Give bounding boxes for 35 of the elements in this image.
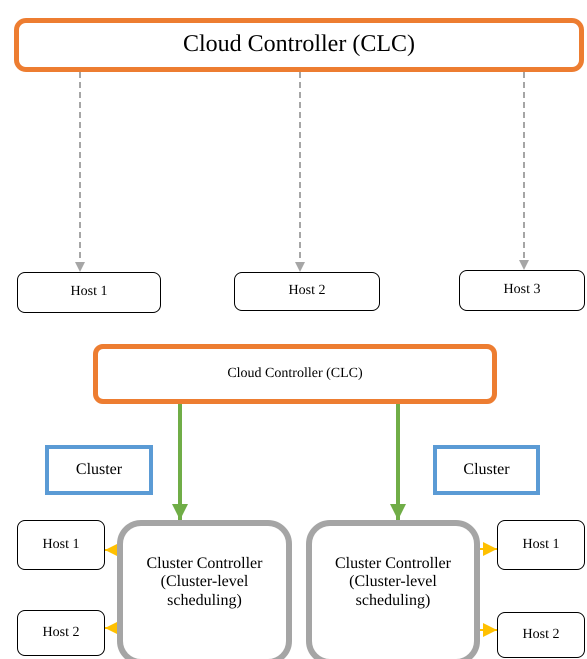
node-label: Cloud Controller (CLC) [183, 31, 415, 59]
node-label: Host 2 [288, 283, 326, 300]
node-label: Cluster [463, 460, 510, 480]
arrow [480, 542, 497, 556]
arrow [105, 621, 119, 635]
cluster-label-box [433, 445, 540, 495]
host-box [497, 612, 585, 658]
host-box [17, 272, 161, 313]
node-label: Host 1 [42, 536, 80, 554]
arrow [172, 404, 188, 520]
arrow [295, 72, 305, 272]
cluster-controller-box [117, 520, 292, 659]
arrow [75, 72, 85, 272]
cluster-label-box [45, 445, 153, 495]
node-label: Cluster Controller (Cluster-level scheduling) [146, 554, 264, 610]
node-label: Host 1 [522, 536, 560, 554]
arrow [390, 404, 406, 520]
node-label: Host 2 [42, 624, 80, 642]
node-label: Cluster [76, 460, 122, 480]
host-box [17, 520, 105, 570]
controller-box [14, 18, 584, 72]
host-box [497, 520, 585, 570]
node-label: Cluster Controller (Cluster-level scheduling) [334, 554, 452, 610]
arrow [105, 543, 119, 557]
node-label: Host 2 [522, 626, 560, 644]
node-label: Host 1 [70, 284, 108, 301]
controller-box [93, 344, 497, 404]
arrow [480, 623, 497, 637]
cluster-controller-box [306, 520, 480, 659]
node-label: Cloud Controller (CLC) [227, 366, 363, 382]
arrow [519, 72, 529, 270]
host-box [459, 270, 585, 311]
node-label: Host 3 [504, 282, 540, 299]
host-box [234, 272, 380, 311]
host-box [17, 610, 105, 656]
